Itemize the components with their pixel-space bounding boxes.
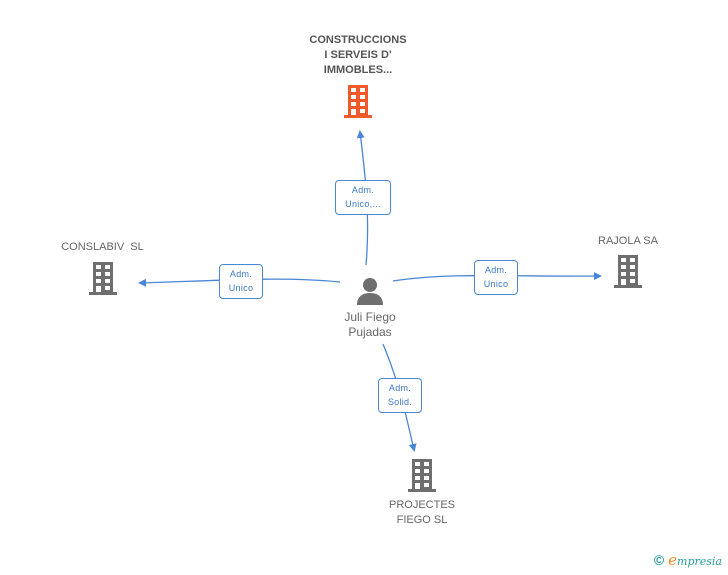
- person-node[interactable]: Juli Fiego Pujadas: [320, 276, 420, 340]
- company-node-construccions[interactable]: CONSTRUCCIONS I SERVEIS D' IMMOBLES...: [298, 33, 418, 119]
- company-name: PROJECTES FIEGO SL: [388, 499, 455, 526]
- relation-badge-projectes[interactable]: Adm. Solid.: [378, 378, 422, 413]
- building-icon: [344, 85, 372, 118]
- relation-label: Unico: [228, 283, 254, 293]
- relation-label: Adm.: [351, 185, 375, 195]
- relation-label: Unico: [483, 279, 509, 289]
- relation-label: Adm.: [484, 265, 508, 275]
- company-node-rajola[interactable]: RAJOLA SA: [578, 234, 678, 289]
- relation-label: Adm.: [388, 383, 412, 393]
- building-icon: [614, 255, 642, 288]
- relation-badge-rajola[interactable]: Adm. Unico: [474, 260, 518, 295]
- relation-badge-conslabiv[interactable]: Adm. Unico: [219, 264, 263, 299]
- person-name: Juli Fiego Pujadas: [344, 310, 396, 339]
- building-icon: [88, 262, 117, 295]
- relation-label: Unico,...: [345, 199, 381, 209]
- company-name: CONSLABIV SL: [61, 241, 144, 253]
- building-icon: [408, 459, 436, 492]
- relation-badge-construccions[interactable]: Adm. Unico,...: [335, 180, 391, 215]
- empresia-footer[interactable]: © empresia: [654, 551, 722, 569]
- company-name: RAJOLA SA: [598, 235, 658, 247]
- company-node-projectes[interactable]: PROJECTES FIEGO SL: [372, 457, 472, 528]
- relation-label: Adm.: [229, 269, 253, 279]
- company-name: CONSTRUCCIONS I SERVEIS D' IMMOBLES...: [309, 34, 407, 76]
- company-node-conslabiv[interactable]: CONSLABIV SL: [45, 240, 160, 296]
- copyright-icon: ©: [653, 552, 665, 568]
- relation-label: Solid.: [387, 397, 413, 407]
- empresia-logo: empresia: [668, 551, 722, 569]
- person-icon: [357, 278, 383, 305]
